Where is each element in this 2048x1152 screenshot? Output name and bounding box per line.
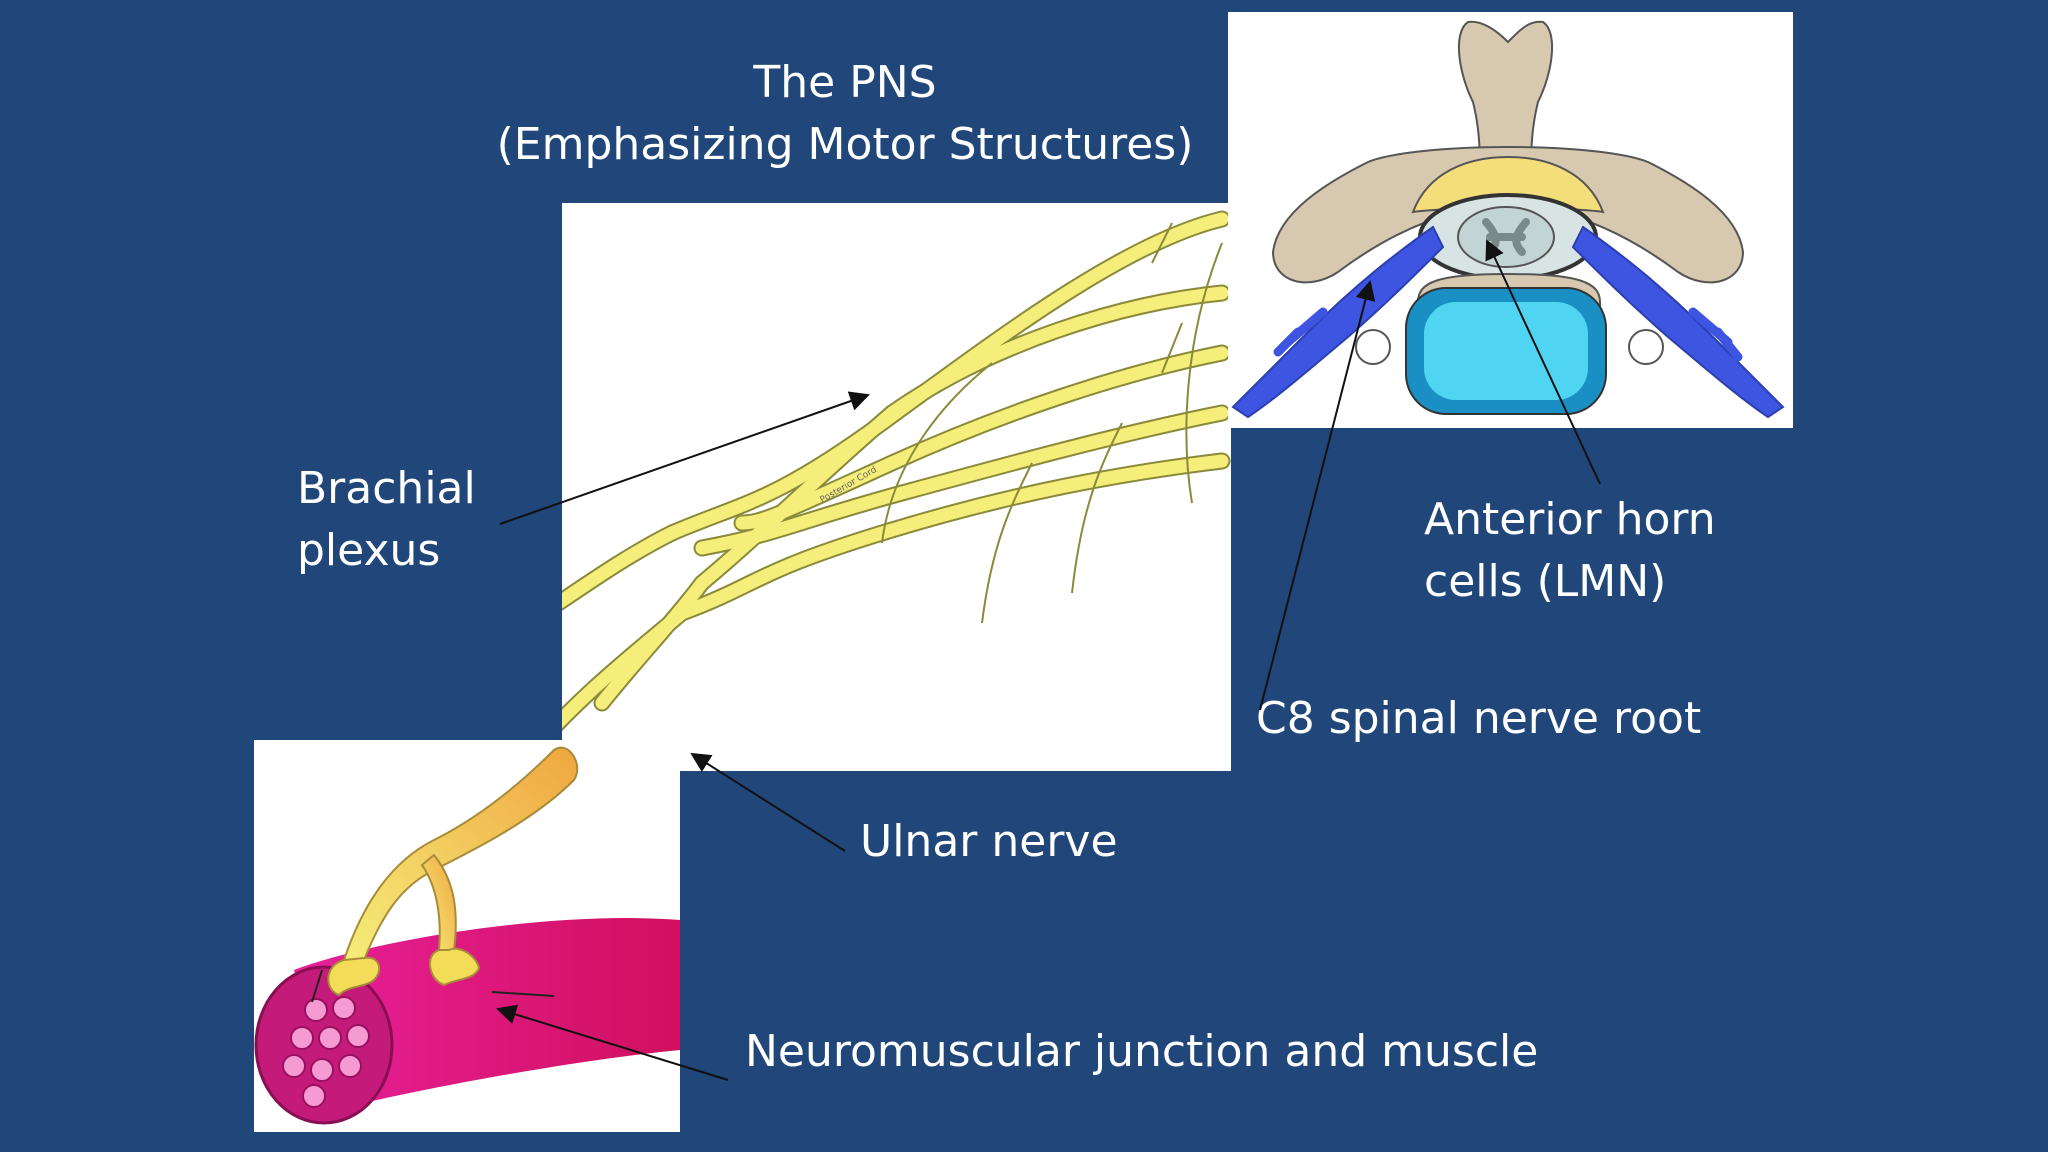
ulnar-nerve-arrow — [690, 752, 846, 852]
title-line-2: (Emphasizing Motor Structures) — [496, 119, 1194, 170]
nmj-label: Neuromuscular junction and muscle — [745, 1026, 1539, 1077]
junction-pointer-line — [491, 991, 555, 997]
c8-root-arrow — [1259, 280, 1376, 711]
anterior-label-line-2: cells (LMN) — [1424, 556, 1667, 607]
nmj-arrow — [496, 1004, 729, 1081]
fibril-pointer-line — [311, 969, 323, 1003]
myofibrils-shape — [282, 996, 370, 1108]
brachial-plexus-illustration: Posterior Cord — [503, 203, 1231, 772]
brachial-plexus-label: Brachial plexus — [297, 458, 476, 582]
axon-shape — [342, 746, 579, 961]
anterior-horn-arrow — [1485, 239, 1601, 485]
vertebral-arch-shape — [1271, 146, 1745, 284]
anterior-horn-label: Anterior horn cells (LMN) — [1424, 489, 1716, 613]
nerve-root-left-shape — [1231, 225, 1445, 419]
ulnar-nerve-label: Ulnar nerve — [860, 816, 1118, 867]
brachial-label-line-1: Brachial — [297, 463, 476, 514]
anterior-label-line-1: Anterior horn — [1424, 494, 1716, 545]
disc-inner-shape — [1424, 302, 1588, 400]
title-line-1: The PNS — [753, 57, 937, 108]
brachial-label-line-2: plexus — [297, 525, 441, 576]
brachial-plexus-arrow — [499, 391, 870, 525]
nerve-root-right-shape — [1571, 225, 1785, 419]
foramen-left-shape — [1355, 329, 1391, 365]
vertebra-drawing — [1231, 20, 1785, 419]
c8-nerve-root-label: C8 spinal nerve root — [1256, 693, 1702, 744]
motor-end-plates-shape — [327, 947, 481, 997]
brachial-plexus-drawing: Posterior Cord — [503, 210, 1231, 772]
foramen-right-shape — [1628, 329, 1664, 365]
vertebra-cross-section — [1228, 12, 1793, 428]
nmj-drawing — [254, 746, 680, 1125]
slide-title: The PNS (Emphasizing Motor Structures) — [480, 52, 1210, 176]
neuromuscular-junction-illustration — [254, 740, 680, 1132]
nerve-branches-shape — [1273, 307, 1743, 362]
